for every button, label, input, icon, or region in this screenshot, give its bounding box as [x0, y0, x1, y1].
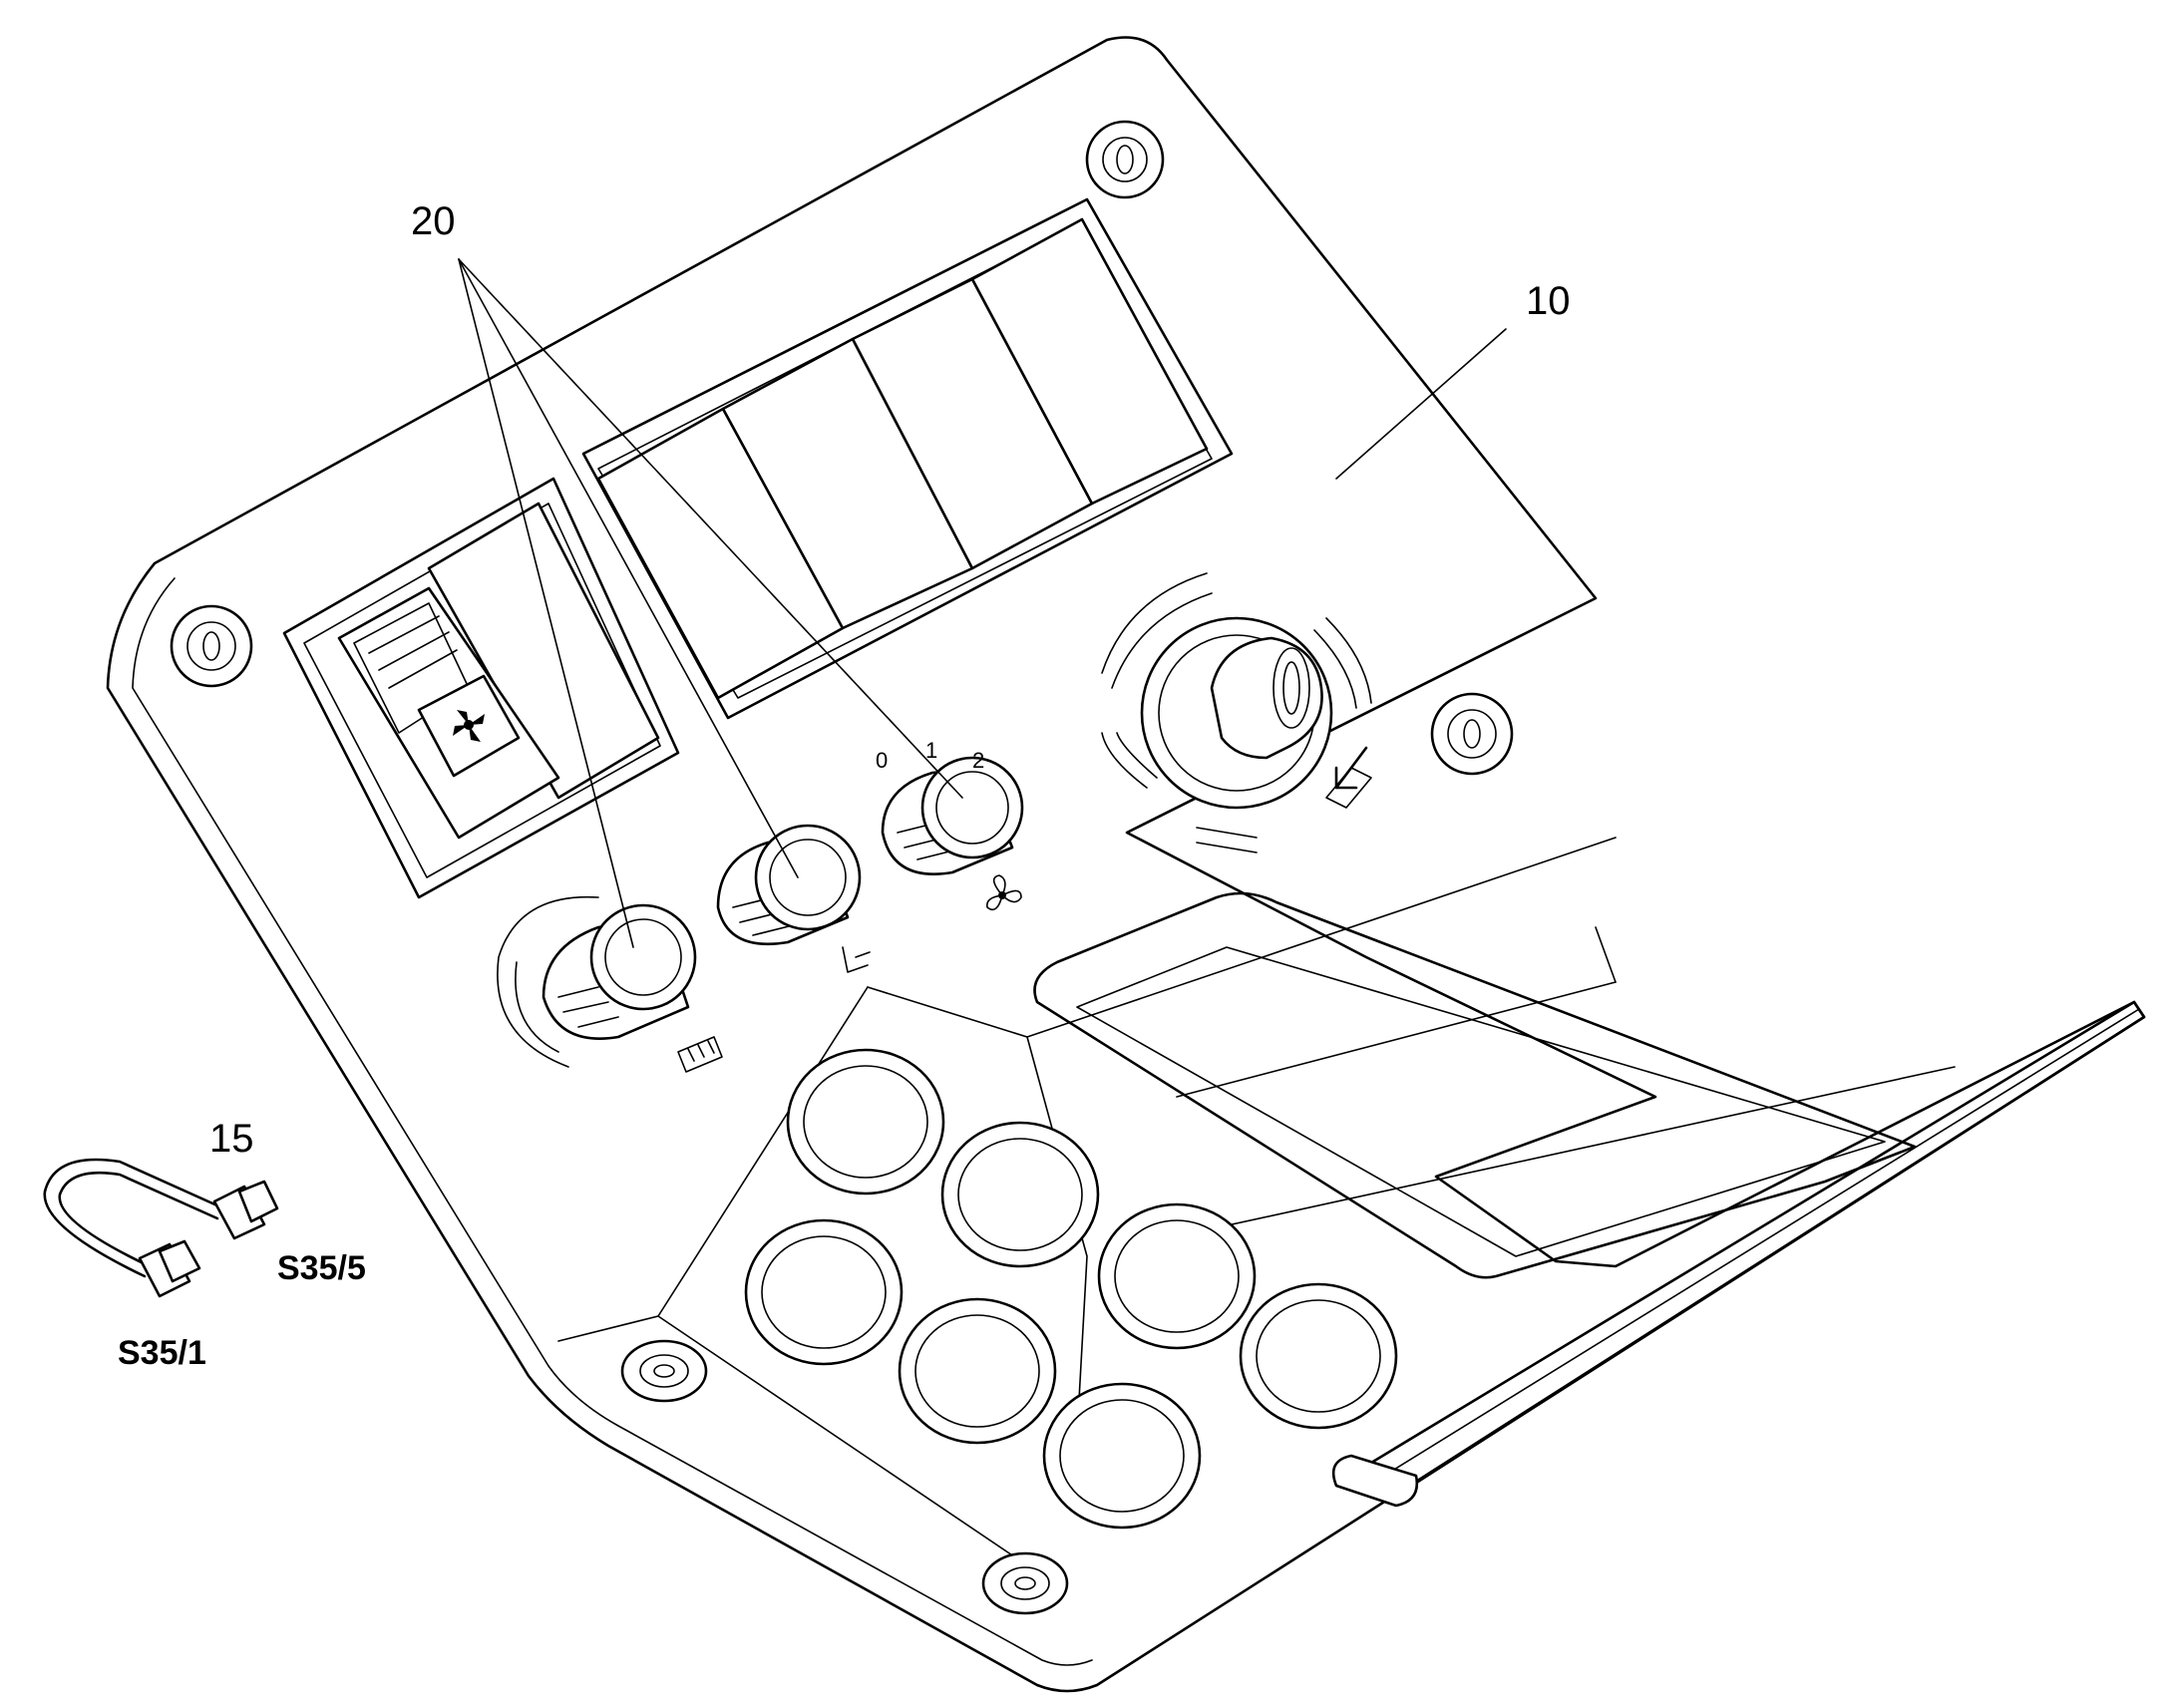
connector-label-s35-5: S35/5 — [277, 1249, 366, 1287]
panel-outline — [106, 36, 2146, 1693]
dial-mark-2: 2 — [972, 748, 984, 773]
leader-lines — [458, 258, 1507, 948]
callout-15: 15 — [209, 1117, 254, 1161]
round-blank[interactable] — [898, 1297, 1057, 1445]
jumper-cable — [43, 1158, 279, 1298]
callout-10: 10 — [1526, 279, 1571, 323]
fan-rocker-switch[interactable] — [337, 586, 560, 840]
dial-mark-0: 0 — [876, 748, 888, 773]
round-blank[interactable] — [744, 1218, 904, 1366]
hinge-strip — [1331, 1000, 2146, 1508]
mounting-screw — [981, 1551, 1069, 1615]
air-distribution-knob[interactable] — [716, 824, 862, 946]
round-blank[interactable] — [1239, 1282, 1398, 1430]
mounting-screw — [170, 604, 253, 688]
round-blank[interactable] — [786, 1048, 945, 1196]
fan-speed-icon — [985, 874, 1022, 911]
mounting-screw — [1430, 692, 1514, 776]
callout-20: 20 — [411, 199, 456, 243]
round-blank[interactable] — [1097, 1202, 1257, 1350]
switch-blank[interactable] — [970, 217, 1209, 506]
dial-mark-1: 1 — [925, 738, 937, 763]
fan-icon — [453, 710, 485, 742]
mounting-screw — [1085, 120, 1165, 199]
fan-speed-knob[interactable] — [881, 756, 1024, 875]
connector-plug — [138, 1239, 201, 1298]
air-vent-icon — [842, 946, 871, 973]
rear-defrost-icon — [677, 1036, 723, 1073]
storage-tray — [1033, 891, 1917, 1279]
rotate-arrow-icon — [1325, 746, 1372, 809]
ignition-switch[interactable] — [1101, 572, 1372, 854]
round-blank[interactable] — [940, 1121, 1100, 1268]
connector-label-s35-1: S35/1 — [118, 1334, 206, 1372]
rear-defrost-knob[interactable] — [497, 895, 697, 1068]
round-blank[interactable] — [1042, 1382, 1202, 1530]
connector-plug — [212, 1180, 279, 1240]
mounting-screw — [620, 1339, 708, 1403]
